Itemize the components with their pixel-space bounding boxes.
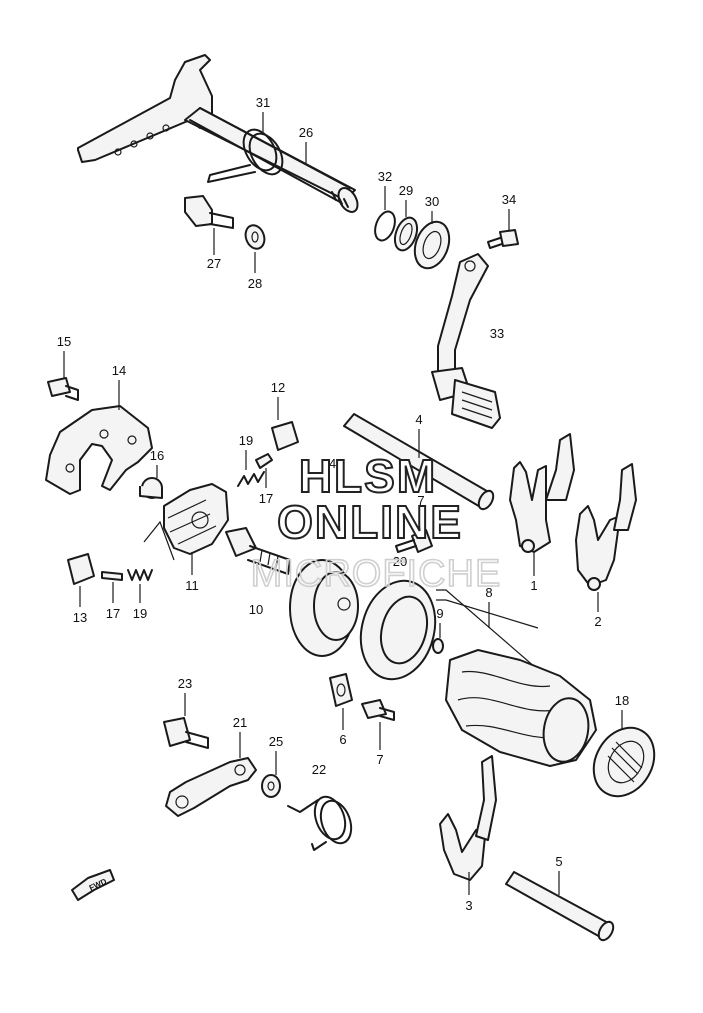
gearshift-cam-part-8[interactable]	[445, 649, 597, 767]
callout-7-upper: 7	[417, 493, 424, 508]
shift-fork-part-2[interactable]	[575, 463, 637, 591]
cam-bolt-part-10[interactable]	[225, 527, 291, 575]
circlip-part-32[interactable]	[371, 209, 398, 243]
pawl-spring-part-19-lower[interactable]	[127, 569, 153, 581]
callout-11: 11	[185, 578, 199, 593]
callout-7-lower: 7	[376, 752, 383, 767]
callout-19-lower: 19	[133, 606, 147, 621]
callout-31: 31	[256, 95, 270, 110]
cam-driven-gear-part-11[interactable]	[163, 483, 229, 555]
callout-29: 29	[399, 183, 413, 198]
bolt-part-23[interactable]	[163, 717, 209, 749]
return-spring-part-31[interactable]	[207, 124, 289, 183]
callout-24: 24	[322, 456, 336, 471]
oil-seal-part-30[interactable]	[409, 217, 455, 273]
callout-32: 32	[378, 169, 392, 184]
callout-34: 34	[502, 192, 516, 207]
bolt-part-7-lower[interactable]	[361, 699, 395, 721]
callout-19-upper: 19	[239, 433, 253, 448]
callout-12: 12	[271, 380, 285, 395]
shift-shaft-part-26[interactable]	[77, 54, 361, 215]
callout-1: 1	[530, 578, 537, 593]
callout-6: 6	[339, 732, 346, 747]
callout-3: 3	[465, 898, 472, 913]
callout-26: 26	[299, 125, 313, 140]
callout-8: 8	[485, 585, 492, 600]
dowel-pin-part-9[interactable]	[432, 638, 444, 654]
callout-33: 33	[490, 326, 504, 341]
callout-5: 5	[555, 854, 562, 869]
watermark-line-2: ONLINE	[277, 496, 463, 548]
forward-direction-arrow: FWD	[71, 869, 115, 901]
callout-15: 15	[57, 334, 71, 349]
stopper-part-6[interactable]	[329, 673, 353, 707]
pawl-pin-part-17-lower[interactable]	[101, 571, 123, 581]
callout-2: 2	[594, 614, 601, 629]
callout-30: 30	[425, 194, 439, 209]
pawl-pin-part-17-upper[interactable]	[255, 453, 273, 469]
callout-27: 27	[207, 256, 221, 271]
stopper-plate-part-14[interactable]	[45, 405, 153, 495]
pawl-spring-part-19-upper[interactable]	[237, 471, 265, 487]
callout-20: 20	[393, 554, 407, 569]
return-spring-part-22[interactable]	[287, 793, 357, 851]
bearing-ring[interactable]	[350, 572, 445, 687]
callout-25: 25	[269, 734, 283, 749]
callout-10: 10	[249, 602, 263, 617]
washer-part-28[interactable]	[242, 223, 267, 252]
pawl-part-13[interactable]	[67, 553, 95, 585]
cam-stopper-assembly[interactable]	[289, 559, 359, 657]
gearshift-lever-part-33[interactable]	[431, 253, 501, 429]
callout-18: 18	[615, 693, 629, 708]
watermark-line-3: MICROFICHE	[251, 553, 502, 595]
callout-16: 16	[150, 448, 164, 463]
callout-4: 4	[415, 412, 422, 427]
shaft-bolt-part-27[interactable]	[184, 195, 234, 229]
callout-21: 21	[233, 715, 247, 730]
stopper-arm-part-21[interactable]	[165, 757, 257, 817]
lever-bolt-part-34[interactable]	[487, 229, 519, 249]
callout-23: 23	[178, 676, 192, 691]
washer-part-29[interactable]	[391, 215, 421, 254]
fork-shaft-part-4[interactable]	[343, 413, 496, 512]
screw-part-15[interactable]	[47, 377, 79, 401]
callout-28: 28	[248, 276, 262, 291]
callout-17-upper: 17	[259, 491, 273, 506]
washer-part-25[interactable]	[261, 774, 281, 798]
shift-fork-part-3[interactable]	[439, 755, 497, 881]
fork-shaft-part-5[interactable]	[505, 871, 616, 943]
watermark-line-1: HLSM	[299, 450, 437, 502]
callout-9: 9	[436, 606, 443, 621]
callout-13: 13	[73, 610, 87, 625]
bolt-part-7-upper[interactable]	[395, 529, 433, 553]
callout-14: 14	[112, 363, 126, 378]
bearing-part-18[interactable]	[582, 717, 666, 807]
shift-fork-part-1[interactable]	[509, 433, 575, 553]
collar-part-16[interactable]	[139, 477, 163, 499]
callout-22: 22	[312, 762, 326, 777]
watermark: HLSM ONLINE MICROFICHE	[250, 449, 502, 596]
callout-17-lower: 17	[106, 606, 120, 621]
pawl-part-12[interactable]	[271, 421, 299, 451]
